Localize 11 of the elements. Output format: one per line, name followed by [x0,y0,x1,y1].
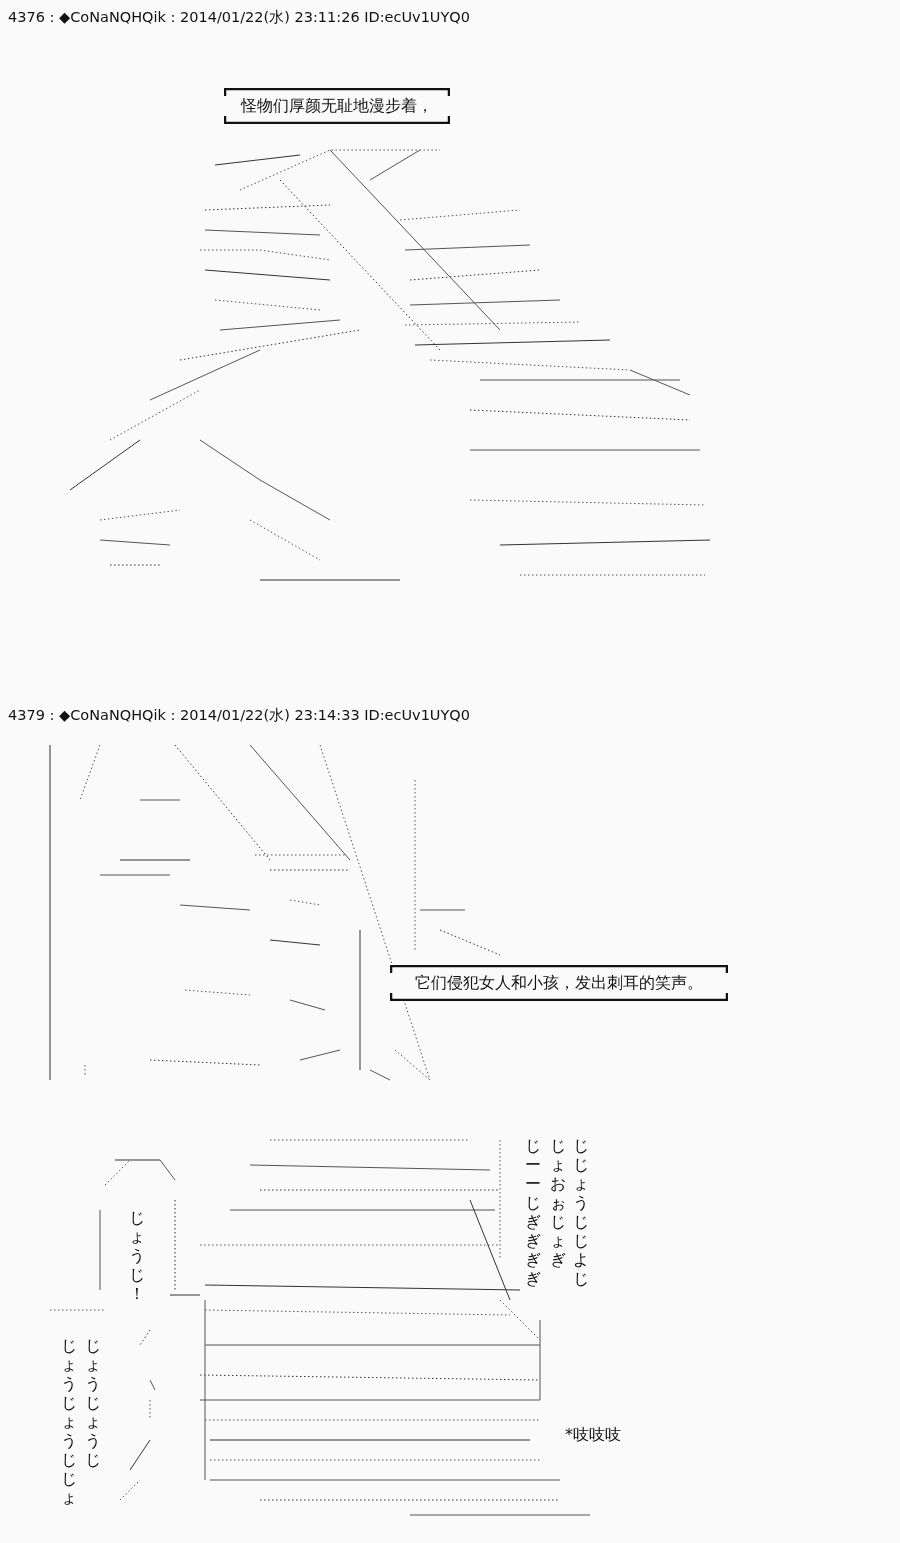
sound-effect-text: じょうじょうじじょ [60,1336,78,1507]
sound-effect-text: じーーじぎぎぎぎ [524,1136,542,1288]
sound-effect-text: じょおぉじょぎ [549,1136,567,1269]
sound-effect-text: じょうじょうじ [84,1336,102,1469]
sound-effect-text: じじょうじじよじ [572,1136,590,1288]
sound-effect-text: *吱吱吱 [565,1425,621,1446]
caption-box: 怪物们厚颜无耻地漫步着， [224,88,450,124]
caption-box: 它们侵犯女人和小孩，发出刺耳的笑声。 [390,965,728,1001]
post-header: 4376 : ◆CoNaNQHQik : 2014/01/22(水) 23:11:26 ID:ecUv1UYQ0 [8,8,470,27]
post-header: 4379 : ◆CoNaNQHQik : 2014/01/22(水) 23:14:33 ID:ecUv1UYQ0 [8,706,470,725]
speech-text: じょうじ！ [128,1208,146,1303]
